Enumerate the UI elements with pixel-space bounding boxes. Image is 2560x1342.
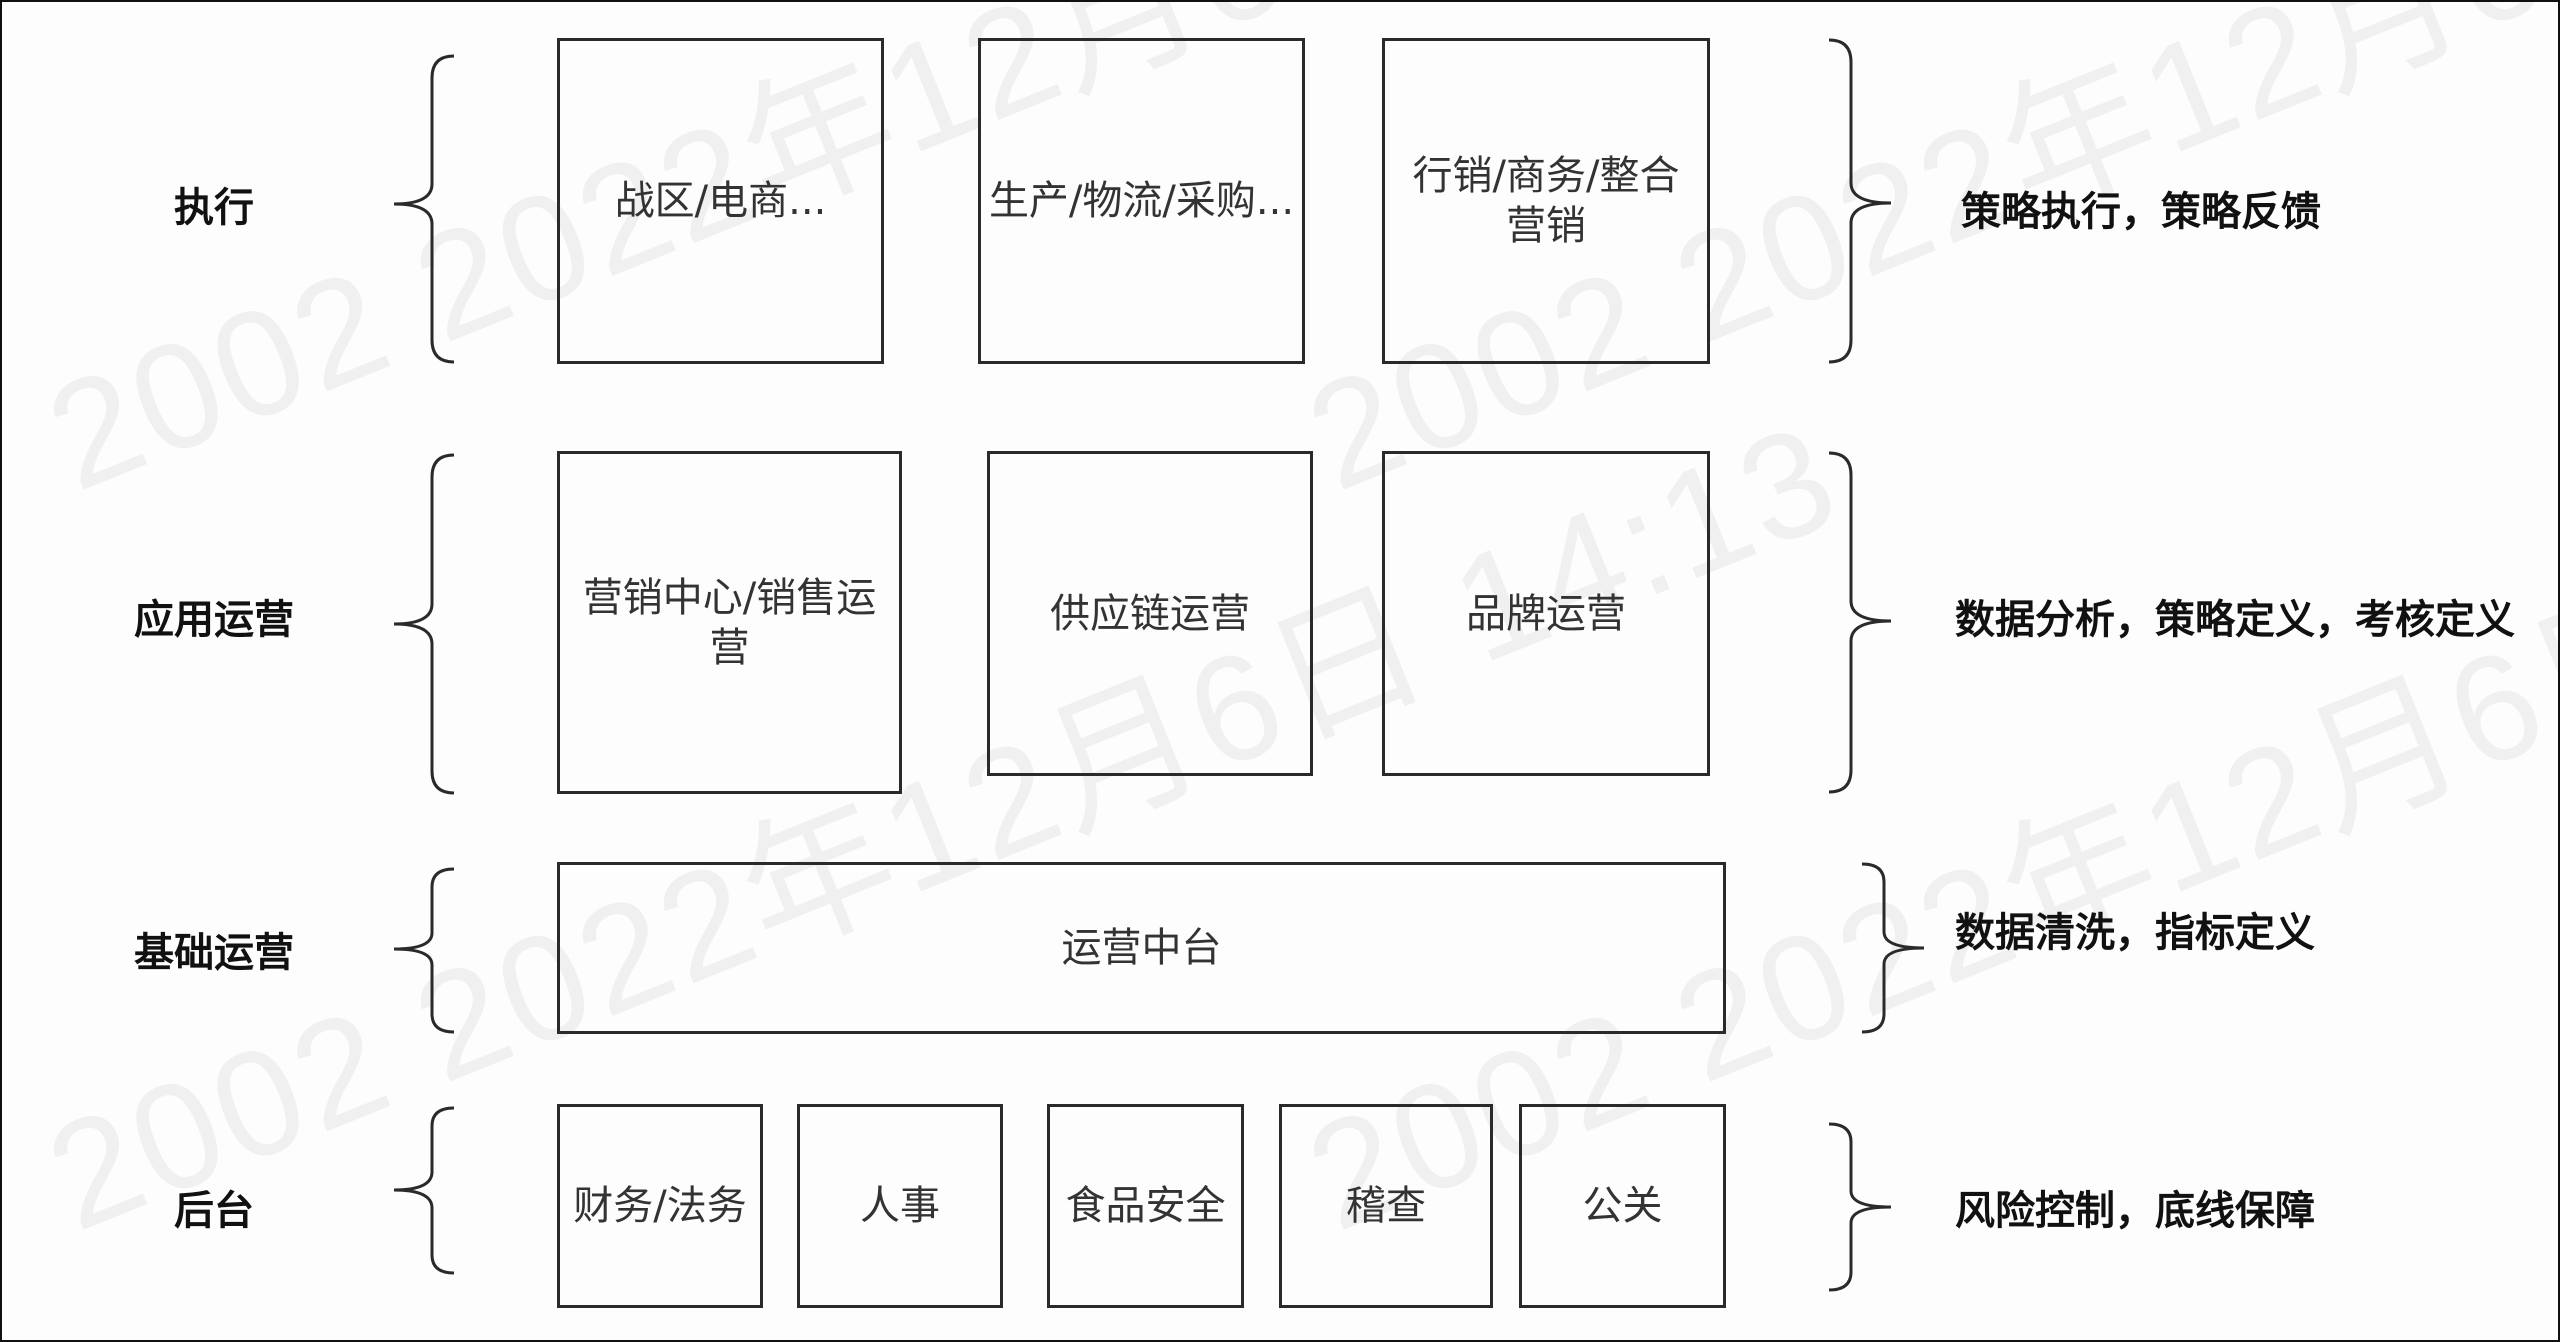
box-public-relations: 公关: [1519, 1104, 1726, 1308]
box-hr: 人事: [797, 1104, 1003, 1308]
row-description-base-operations: 数据清洗，指标定义: [1955, 910, 2315, 956]
left-brace-icon: [393, 1106, 456, 1275]
box-audit: 稽查: [1279, 1104, 1493, 1308]
row-description-back-office: 风险控制，底线保障: [1955, 1188, 2315, 1234]
right-brace-icon: [1827, 451, 1893, 794]
box-marketing-business-integrated: 行销/商务/整合营销: [1382, 38, 1710, 364]
row-description-execution: 策略执行，策略反馈: [1961, 189, 2321, 235]
box-finance-legal: 财务/法务: [557, 1104, 763, 1308]
row-label-base-operations: 基础运营: [134, 930, 294, 976]
row-label-execution: 执行: [174, 185, 254, 231]
left-brace-icon: [393, 867, 456, 1034]
left-brace-icon: [393, 453, 456, 795]
right-brace-icon: [1827, 38, 1893, 364]
box-marketing-center-sales-ops: 营销中心/销售运营: [557, 451, 902, 794]
box-production-logistics-purchasing: 生产/物流/采购...: [978, 38, 1305, 364]
box-brand-ops: 品牌运营: [1382, 451, 1710, 776]
right-brace-icon: [1827, 1122, 1893, 1292]
row-label-application-operations: 应用运营: [134, 597, 294, 643]
row-label-back-office: 后台: [174, 1188, 254, 1234]
box-war-zone-ecommerce: 战区/电商...: [557, 38, 884, 364]
box-operations-middle-platform: 运营中台: [557, 862, 1726, 1034]
row-description-application-operations: 数据分析，策略定义，考核定义: [1955, 597, 2515, 643]
right-brace-icon: [1860, 862, 1926, 1034]
box-supply-chain-ops: 供应链运营: [987, 451, 1313, 776]
left-brace-icon: [393, 54, 456, 364]
box-food-safety: 食品安全: [1047, 1104, 1244, 1308]
